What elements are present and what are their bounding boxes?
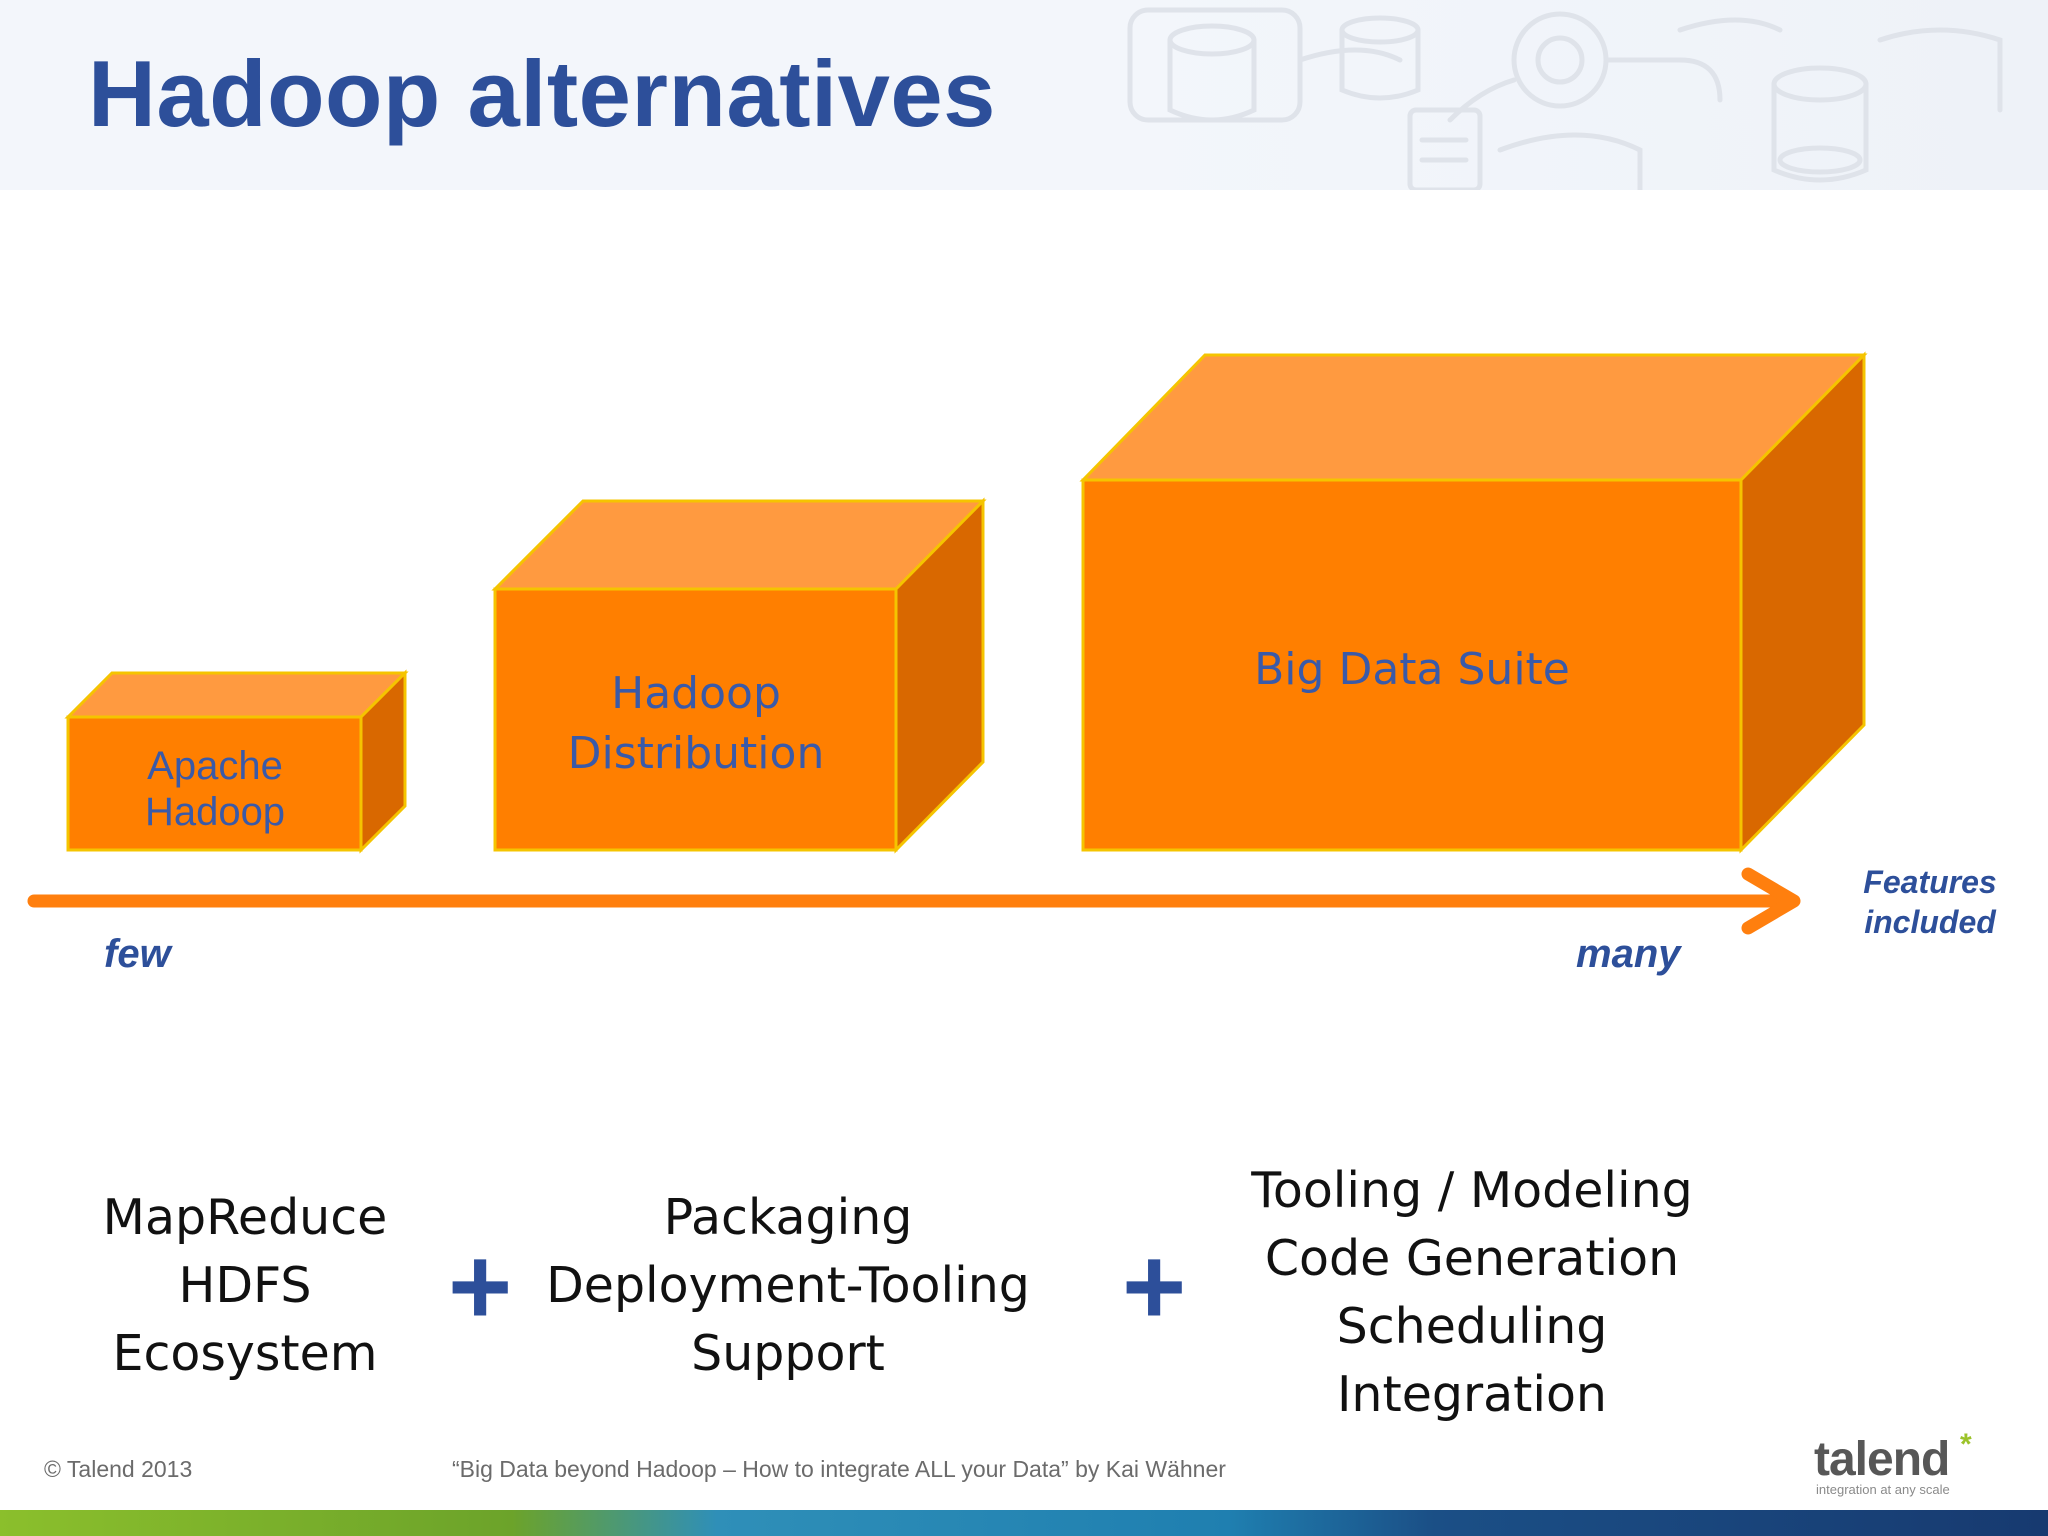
feature-item: HDFS <box>178 1257 312 1314</box>
box-big-data-suite-top <box>1079 353 1868 482</box>
logo-star-icon: * <box>1960 1428 1972 1461</box>
axis-end-label: many <box>1576 932 1681 976</box>
footer-copyright: © Talend 2013 <box>44 1456 193 1482</box>
axis-title-line-1: Features <box>1863 864 1997 900</box>
feature-item: Code Generation <box>1264 1230 1680 1287</box>
box-apache-hadoop: Apache Hadoop <box>64 669 409 854</box>
logo-tagline: integration at any scale <box>1816 1482 1950 1497</box>
box-apache-hadoop-label-line-2: Hadoop <box>145 790 285 834</box>
feature-item: Packaging <box>663 1189 913 1246</box>
feature-list-apache-hadoop: MapReduce HDFS Ecosystem <box>60 1184 430 1388</box>
feature-item: Deployment-Tooling <box>546 1257 1030 1314</box>
talend-logo: talend * integration at any scale <box>1810 1428 2010 1498</box>
feature-item: Support <box>691 1325 885 1382</box>
feature-item: Integration <box>1336 1366 1607 1423</box>
box-apache-hadoop-front <box>66 715 363 852</box>
box-hadoop-distribution-front <box>493 587 898 852</box>
footer-color-strip <box>0 1510 2048 1536</box>
box-big-data-suite: Big Data Suite <box>1079 351 1868 854</box>
feature-item: Tooling / Modeling <box>1251 1162 1693 1219</box>
feature-list-hadoop-distribution: Packaging Deployment-Tooling Support <box>540 1184 1036 1388</box>
box-hadoop-distribution-label-line-1: Hadoop <box>611 668 781 719</box>
box-hadoop-distribution-label-line-2: Distribution <box>568 728 825 779</box>
footer-caption: “Big Data beyond Hadoop – How to integra… <box>452 1456 1226 1482</box>
feature-item: Scheduling <box>1336 1298 1608 1355</box>
axis-start-label: few <box>104 932 171 976</box>
slide-title: Hadoop alternatives <box>88 41 996 146</box>
box-big-data-suite-front <box>1081 478 1743 852</box>
axis-title: Features included <box>1830 862 2030 942</box>
feature-item: MapReduce <box>102 1189 388 1246</box>
features-axis-arrow <box>27 867 1801 935</box>
box-apache-hadoop-top <box>64 671 409 719</box>
box-hadoop-distribution: Hadoop Distribution <box>491 497 987 854</box>
plus-sign: + <box>448 1225 513 1348</box>
axis-title-line-2: included <box>1864 904 1996 940</box>
header-band <box>0 0 2048 190</box>
plus-sign: + <box>1122 1225 1187 1348</box>
logo-wordmark: talend <box>1814 1433 1950 1486</box>
feature-list-big-data-suite: Tooling / Modeling Code Generation Sched… <box>1212 1157 1732 1429</box>
box-big-data-suite-label: Big Data Suite <box>1254 644 1570 695</box>
header-decoration-sketch <box>1127 7 2003 190</box>
box-apache-hadoop-label-line-1: Apache <box>147 744 283 788</box>
feature-item: Ecosystem <box>112 1325 378 1382</box>
